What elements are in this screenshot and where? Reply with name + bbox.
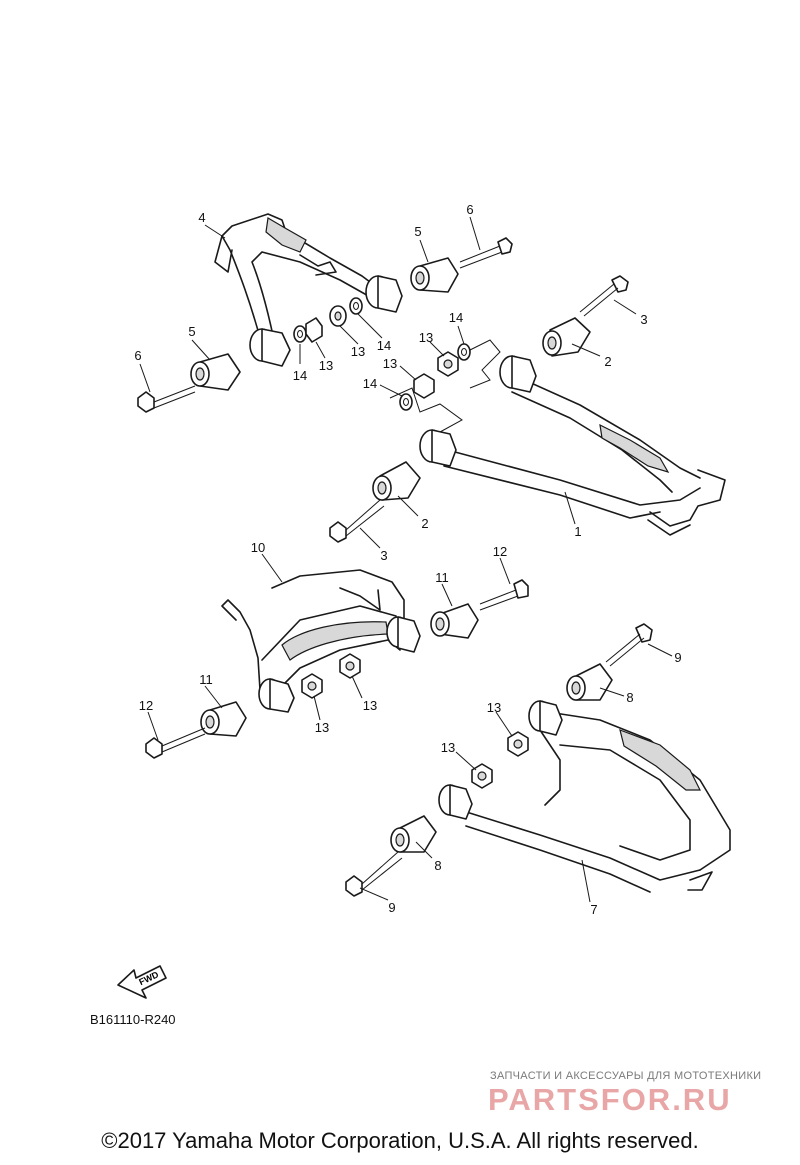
watermark-tagline: ЗАПЧАСТИ И АКСЕССУАРЫ ДЛЯ МОТОТЕХНИКИ [490,1070,762,1082]
callout-8: 8 [434,858,441,873]
callout-3: 3 [640,312,647,327]
callout-11: 11 [435,570,449,585]
callout-7: 7 [590,902,597,917]
bolts-top [137,237,629,543]
callout-6: 6 [134,348,141,363]
callout-5: 5 [414,224,421,239]
callout-13: 13 [487,700,501,715]
callout-13: 13 [441,740,455,755]
callout-14: 14 [363,376,377,391]
callout-4: 4 [198,210,205,225]
callout-14: 14 [449,310,463,325]
callout-13: 13 [315,720,329,735]
upper-arm-10 [221,569,405,691]
nuts-bottom [301,653,529,789]
callout-12: 12 [139,698,153,713]
collars-bottom [200,603,613,853]
arm-bushings-bottom [258,616,563,820]
callouts: 4 5 6 5 6 14 13 13 14 13 14 13 14 3 2 1 … [134,202,681,917]
callout-1: 1 [574,524,581,539]
bolts-bottom [145,579,653,897]
callout-6: 6 [466,202,473,217]
collars-top [190,257,591,501]
callout-13: 13 [319,358,333,373]
callout-11: 11 [199,672,213,687]
diagram-code: B161110-R240 [90,1012,176,1027]
callout-12: 12 [493,544,507,559]
arm-bushings-top [249,275,537,467]
callout-13: 13 [419,330,433,345]
callout-14: 14 [377,338,391,353]
callout-2: 2 [421,516,428,531]
lower-arm-1 [439,377,726,536]
lower-arm-7 [459,711,731,893]
callout-5: 5 [188,324,195,339]
callout-13: 13 [383,356,397,371]
callout-9: 9 [674,650,681,665]
watermark-logo: PARTSFOR.RU [488,1082,732,1117]
copyright-notice: ©2017 Yamaha Motor Corporation, U.S.A. A… [101,1128,699,1153]
callout-14: 14 [293,368,307,383]
callout-3: 3 [380,548,387,563]
leader-lines [139,216,673,903]
group-brackets [389,339,501,433]
callout-10: 10 [251,540,265,555]
nuts-washers-top [293,297,471,411]
callout-9: 9 [388,900,395,915]
fwd-arrow-icon: FWD [117,965,167,999]
callout-8: 8 [626,690,633,705]
callout-13: 13 [363,698,377,713]
callout-13: 13 [351,344,365,359]
callout-2: 2 [604,354,611,369]
